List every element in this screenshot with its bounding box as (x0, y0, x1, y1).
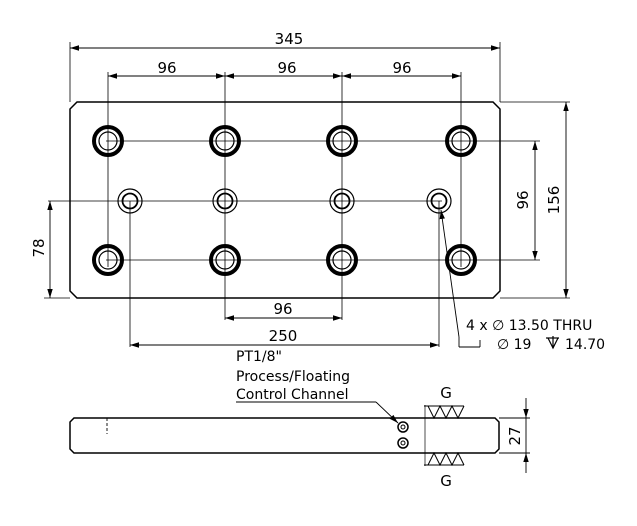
dim-text-pitch-2: 96 (277, 59, 296, 77)
mounting-hole (326, 244, 358, 276)
through-holes (117, 188, 452, 214)
mounting-holes (92, 125, 477, 276)
dim-text-row-spacing: 96 (514, 190, 532, 209)
hole-callout-leader (439, 209, 481, 348)
port-note-line3: Control Channel (236, 387, 349, 403)
centerlines (48, 72, 540, 347)
through-hole (117, 188, 143, 214)
dim-text-pitch-3: 96 (392, 59, 411, 77)
dim-text-overall-length: 345 (275, 30, 304, 48)
surface-finish-bottom (424, 451, 465, 467)
surface-finish-top (424, 404, 465, 420)
through-hole (426, 188, 452, 214)
plate-outline (69, 101, 501, 299)
surface-finish-bottom-label: G (440, 472, 452, 490)
hole-callout-depth: 14.70 (565, 337, 605, 353)
mounting-hole (92, 244, 124, 276)
hole-callout-line1: 4 x ∅ 13.50 THRU (466, 318, 592, 334)
through-hole (212, 188, 238, 214)
mounting-hole (92, 125, 124, 157)
through-hole (329, 188, 355, 214)
dimension-lines (47, 45, 569, 348)
mounting-hole (209, 244, 241, 276)
mounting-hole (445, 244, 477, 276)
dim-text-left-offset: 78 (30, 238, 48, 257)
side-view: PT1/8" Process/Floating Control Channel … (69, 349, 530, 490)
extension-lines (44, 42, 570, 299)
dim-text-small-span: 250 (269, 327, 298, 345)
dim-text-small-pitch: 96 (273, 300, 292, 318)
top-view: 345 96 96 96 96 156 78 96 250 4 x ∅ 13.5… (30, 30, 605, 353)
port-upper (397, 421, 409, 433)
hole-callout-diameter: ∅ 19 (497, 337, 531, 353)
mounting-hole (209, 125, 241, 157)
depth-symbol (546, 336, 559, 350)
surface-finish-top-label: G (440, 384, 452, 402)
dim-text-overall-height: 156 (545, 186, 563, 215)
side-outline (69, 417, 500, 454)
dim-text-thickness: 27 (506, 426, 524, 445)
dim-text-pitch-1: 96 (157, 59, 176, 77)
mounting-hole (326, 125, 358, 157)
thickness-dimension (499, 398, 530, 473)
port-lower (397, 437, 409, 449)
port-leader (236, 401, 399, 424)
port-note-line1: PT1/8" (236, 349, 282, 365)
port-note-line2: Process/Floating (236, 369, 350, 385)
mounting-hole (445, 125, 477, 157)
